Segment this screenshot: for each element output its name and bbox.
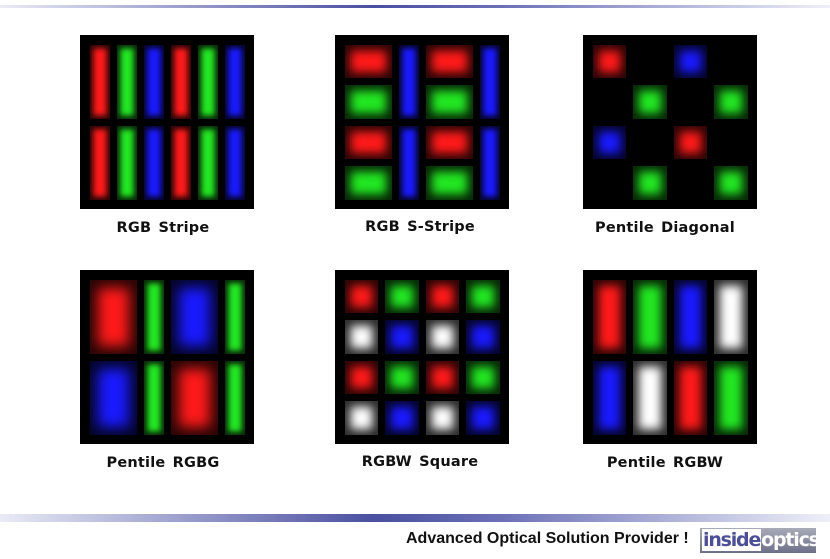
subpixel-blue: [143, 44, 164, 119]
subpixel-red: [170, 125, 191, 200]
logo-part-inside: inside: [702, 529, 761, 551]
subpixel-blue: [466, 320, 500, 354]
subpixel-green: [197, 125, 218, 200]
panel-pentile-diagonal: [583, 35, 757, 209]
subpixel-red: [425, 44, 473, 78]
subpixel-red: [344, 279, 378, 313]
subpixel-green: [466, 360, 500, 394]
subpixel-green: [344, 166, 392, 200]
subpixel-red: [425, 125, 473, 159]
panel-rgb-s-stripe: [335, 35, 509, 209]
subpixel-green: [224, 360, 245, 435]
subpixel-blue: [143, 125, 164, 200]
subpixel-blue: [385, 320, 419, 354]
subpixel-red: [89, 44, 110, 119]
subpixel-green: [425, 85, 473, 119]
subpixel-green: [633, 279, 667, 354]
bottom-rule: [0, 514, 830, 522]
footer-tagline: Advanced Optical Solution Provider !: [406, 530, 689, 547]
subpixel-blue: [592, 125, 626, 159]
subpixel-red: [170, 44, 191, 119]
subpixel-green: [425, 166, 473, 200]
label-rgb-s-stripe: RGB S-Stripe: [365, 219, 475, 235]
subpixel-green: [116, 44, 137, 119]
subpixel-green: [143, 360, 164, 435]
subpixel-blue: [479, 44, 500, 119]
insideoptics-logo: insideoptics: [700, 528, 820, 553]
subpixel-green: [385, 360, 419, 394]
subpixel-white: [425, 320, 459, 354]
subpixel-blue: [398, 44, 419, 119]
subpixel-blue: [592, 360, 626, 435]
subpixel-green: [714, 360, 748, 435]
subpixel-green: [143, 279, 164, 354]
subpixel-green: [633, 85, 667, 119]
subpixel-green: [633, 166, 667, 200]
subpixel-red: [673, 360, 707, 435]
subpixel-red: [425, 360, 459, 394]
label-rgb-stripe: RGB Stripe: [116, 220, 210, 236]
subpixel-red: [170, 360, 218, 435]
subpixel-blue: [385, 401, 419, 435]
panel-pentile-rgbg: [80, 270, 254, 444]
subpixel-green: [344, 85, 392, 119]
subpixel-blue: [673, 279, 707, 354]
subpixel-red: [673, 125, 707, 159]
subpixel-green: [466, 279, 500, 313]
subpixel-blue: [398, 125, 419, 200]
subpixel-green: [385, 279, 419, 313]
subpixel-white: [633, 360, 667, 435]
label-rgbw-square: RGBW Square: [361, 454, 479, 470]
subpixel-white: [425, 401, 459, 435]
subpixel-blue: [479, 125, 500, 200]
subpixel-red: [89, 125, 110, 200]
subpixel-red: [425, 279, 459, 313]
subpixel-red: [344, 360, 378, 394]
label-pentile-rgbw: Pentile RGBW: [606, 455, 724, 471]
panel-rgb-stripe: [80, 35, 254, 209]
subpixel-green: [714, 166, 748, 200]
subpixel-red: [344, 125, 392, 159]
subpixel-white: [714, 279, 748, 354]
subpixel-blue: [224, 125, 245, 200]
panel-pentile-rgbw: [583, 270, 757, 444]
subpixel-red: [89, 279, 137, 354]
subpixel-red: [592, 44, 626, 78]
subpixel-blue: [466, 401, 500, 435]
subpixel-blue: [89, 360, 137, 435]
logo-part-optics: optics: [761, 529, 820, 551]
label-pentile-rgbg: Pentile RGBG: [106, 455, 220, 471]
subpixel-green: [197, 44, 218, 119]
subpixel-green: [116, 125, 137, 200]
subpixel-blue: [673, 44, 707, 78]
top-rule: [0, 5, 830, 8]
subpixel-green: [714, 85, 748, 119]
subpixel-green: [224, 279, 245, 354]
subpixel-white: [344, 401, 378, 435]
subpixel-red: [344, 44, 392, 78]
subpixel-red: [592, 279, 626, 354]
label-pentile-diagonal: Pentile Diagonal: [595, 220, 735, 236]
subpixel-blue: [170, 279, 218, 354]
subpixel-white: [344, 320, 378, 354]
subpixel-blue: [224, 44, 245, 119]
panel-rgbw-square: [335, 270, 509, 444]
